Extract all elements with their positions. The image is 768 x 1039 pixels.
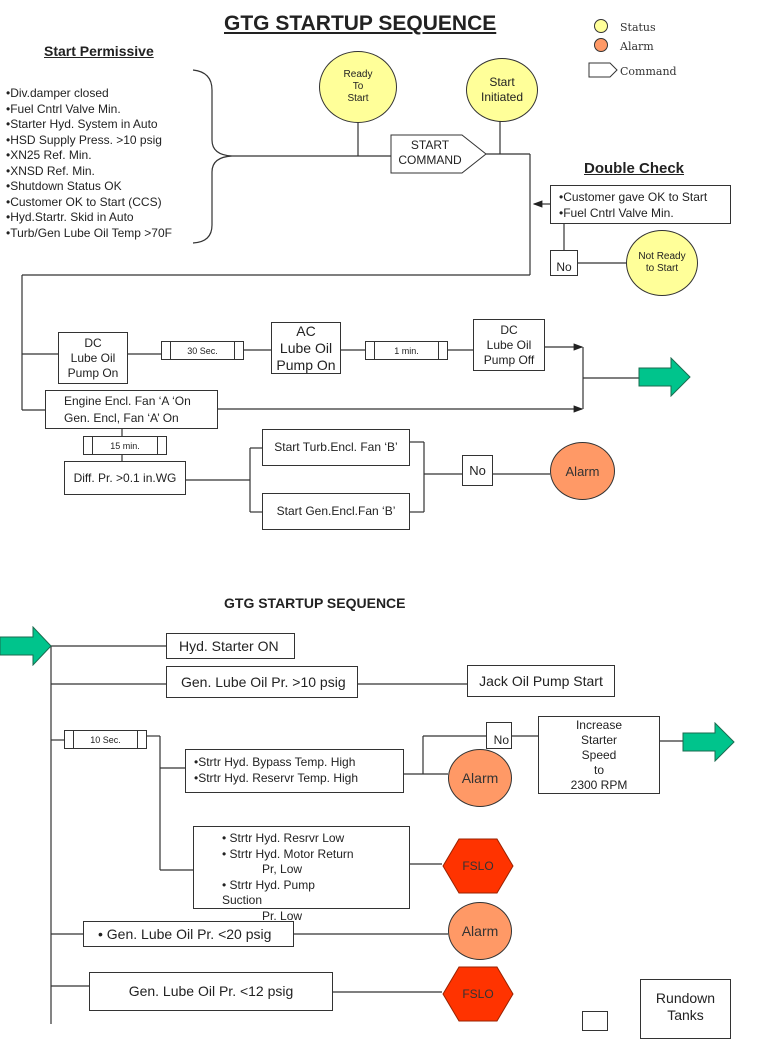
page-title: GTG STARTUP SEQUENCE: [224, 12, 497, 35]
lube-alarm: Alarm: [448, 902, 512, 960]
legend-command-label: Command: [620, 65, 677, 78]
timer-1-min: 1 min.: [365, 341, 448, 360]
hyd-low-list: • Strtr Hyd. Resrvr Low• Strtr Hyd. Moto…: [222, 831, 354, 924]
page2-title: GTG STARTUP SEQUENCE: [224, 595, 406, 611]
legend-command-icon: [588, 62, 618, 78]
list-item: Div.damper closed: [6, 86, 172, 102]
speed-no-box: No: [486, 722, 512, 749]
legend-alarm-icon: [594, 38, 608, 52]
next-arrow-icon: [682, 722, 735, 762]
continue-arrow-icon: [638, 357, 691, 397]
list-item: Hyd.Startr. Skid in Auto: [6, 210, 172, 226]
double-check-heading: Double Check: [584, 160, 685, 177]
list-item: Pr. Low: [222, 908, 303, 923]
permissive-brace: [192, 69, 233, 244]
entry-arrow-icon: [0, 626, 52, 666]
fslo-hex-1: [442, 838, 514, 894]
list-item: Pr, Low: [222, 862, 303, 876]
list-item: HSD Supply Press. >10 psig: [6, 133, 172, 149]
fslo-label-1: FSLO: [462, 859, 494, 873]
temp-high-box: Strtr Hyd. Bypass Temp. HighStrtr Hyd. R…: [185, 749, 404, 793]
list-item: Suction: [222, 893, 263, 907]
gen-lube-oil-10: Gen. Lube Oil Pr. >10 psig: [166, 666, 358, 698]
fslo-label-2: FSLO: [462, 987, 494, 1001]
legend-status-icon: [594, 19, 608, 33]
start-command-shape[interactable]: [390, 134, 488, 174]
list-item: Fuel Cntrl Valve Min.: [559, 206, 730, 222]
list-item: Starter Hyd. System in Auto: [6, 117, 172, 133]
gen-lube-oil-20: • Gen. Lube Oil Pr. <20 psig: [83, 921, 294, 947]
start-gen-fan-b: Start Gen.Encl.Fan ‘B’: [262, 493, 410, 530]
list-item: Fuel Cntrl Valve Min.: [6, 102, 172, 118]
list-item: Strtr Hyd. Bypass Temp. High: [194, 755, 403, 771]
list-item: • Strtr Hyd. Resrvr Low: [222, 831, 345, 845]
legend-alarm-label: Alarm: [620, 40, 654, 53]
fslo-hex-2: [442, 966, 514, 1022]
hyd-low-box: [193, 826, 410, 909]
start-permissive-heading: Start Permissive: [44, 43, 154, 59]
list-item: • Strtr Hyd. Motor Return: [222, 846, 354, 861]
temp-alarm: Alarm: [448, 749, 512, 807]
double-check-box: Customer gave OK to StartFuel Cntrl Valv…: [550, 185, 731, 224]
fan-no-box: No: [462, 455, 493, 486]
legend-status-label: Status: [620, 21, 656, 34]
list-item: Turb/Gen Lube Oil Temp >70F: [6, 226, 172, 242]
list-item: Strtr Hyd. Reservr Temp. High: [194, 771, 403, 787]
hyd-starter-on: Hyd. Starter ON: [166, 633, 295, 659]
rundown-no-box: [582, 1011, 608, 1031]
fan-alarm: Alarm: [550, 442, 615, 500]
list-item: • Strtr Hyd. Pump: [222, 877, 315, 892]
timer-10-sec: 10 Sec.: [64, 730, 147, 749]
timer-15-min: 15 min.: [83, 436, 167, 455]
diff-pressure-box: Diff. Pr. >0.1 in.WG: [64, 461, 186, 495]
list-item: Customer gave OK to Start: [559, 190, 730, 206]
start-turb-fan-b: Start Turb.Encl. Fan ‘B’: [262, 429, 410, 466]
double-check-no: No: [550, 250, 578, 276]
list-item: XNSD Ref. Min.: [6, 164, 172, 180]
jack-oil-pump-start: Jack Oil Pump Start: [467, 665, 615, 697]
gen-lube-oil-12: Gen. Lube Oil Pr. <12 psig: [89, 972, 333, 1011]
timer-30-sec: 30 Sec.: [161, 341, 244, 360]
list-item: XN25 Ref. Min.: [6, 148, 172, 164]
list-item: Customer OK to Start (CCS): [6, 195, 172, 211]
start-permissive-list: Div.damper closedFuel Cntrl Valve Min.St…: [6, 86, 172, 241]
list-item: Shutdown Status OK: [6, 179, 172, 195]
